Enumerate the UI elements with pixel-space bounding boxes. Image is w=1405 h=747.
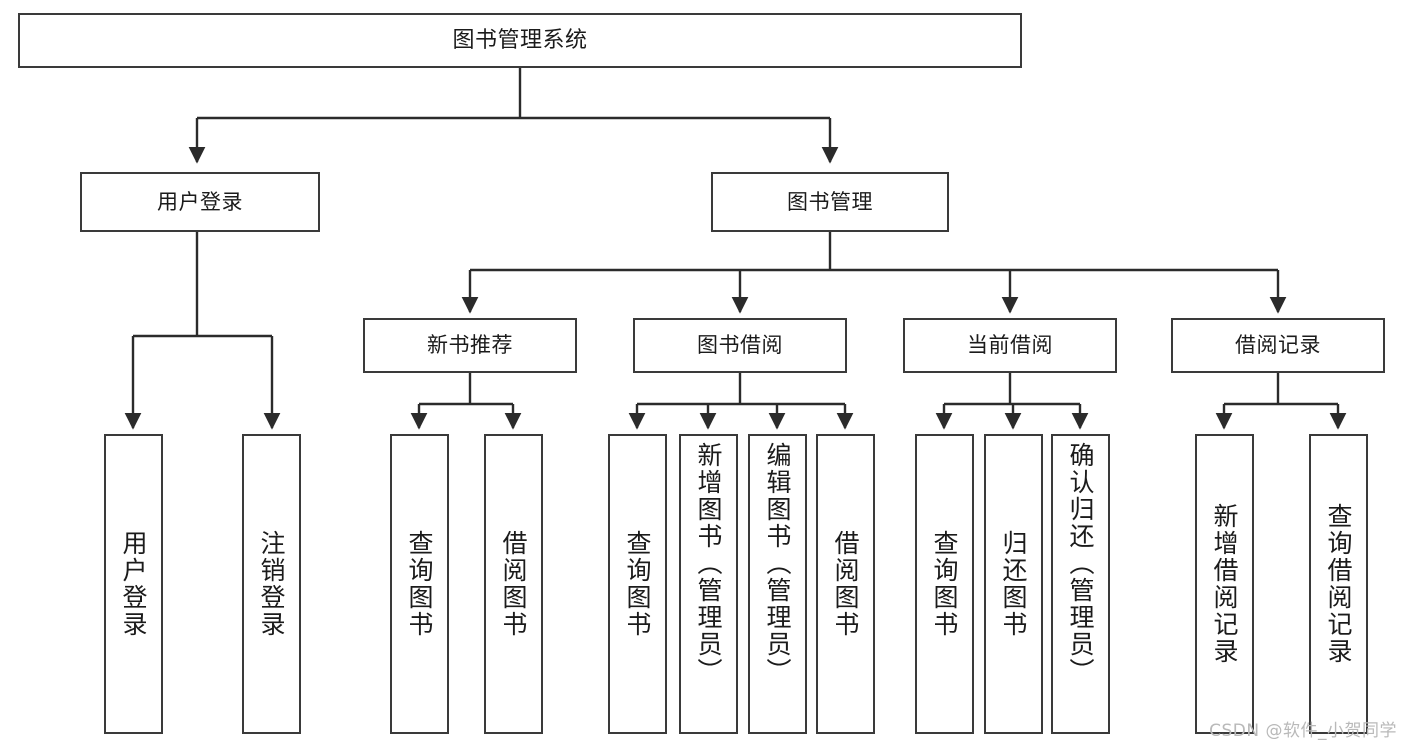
node-leaf-user-login-label: 用户登录 — [119, 530, 148, 638]
node-leaf-confirm-return-label: 确认归还（管理员） — [1066, 442, 1095, 685]
node-leaf-query-book-3-label: 查询图书 — [930, 530, 959, 638]
node-leaf-logout-label: 注销登录 — [257, 530, 286, 638]
node-leaf-borrow-book-1[interactable]: 借阅图书 — [484, 434, 543, 734]
csdn-watermark: CSDN @软件_小贺同学 — [1209, 721, 1397, 741]
node-book-manage-label: 图书管理 — [787, 189, 873, 214]
node-borrow-record[interactable]: 借阅记录 — [1171, 318, 1385, 373]
node-leaf-borrow-book-2-label: 借阅图书 — [831, 530, 860, 638]
node-leaf-return-book-label: 归还图书 — [999, 530, 1028, 638]
node-leaf-add-record-label: 新增借阅记录 — [1210, 503, 1239, 665]
node-leaf-add-book-label: 新增图书（管理员） — [694, 442, 723, 685]
node-leaf-query-record[interactable]: 查询借阅记录 — [1309, 434, 1368, 734]
node-leaf-query-book-1[interactable]: 查询图书 — [390, 434, 449, 734]
node-leaf-query-book-1-label: 查询图书 — [405, 530, 434, 638]
node-leaf-add-record[interactable]: 新增借阅记录 — [1195, 434, 1254, 734]
node-book-borrow[interactable]: 图书借阅 — [633, 318, 847, 373]
node-current-borrow[interactable]: 当前借阅 — [903, 318, 1117, 373]
node-new-book-recommend-label: 新书推荐 — [427, 333, 513, 358]
node-new-book-recommend[interactable]: 新书推荐 — [363, 318, 577, 373]
node-leaf-logout[interactable]: 注销登录 — [242, 434, 301, 734]
node-leaf-query-book-2-label: 查询图书 — [623, 530, 652, 638]
node-user-login[interactable]: 用户登录 — [80, 172, 320, 232]
node-leaf-edit-book-label: 编辑图书（管理员） — [763, 442, 792, 685]
node-leaf-query-book-3[interactable]: 查询图书 — [915, 434, 974, 734]
node-leaf-query-book-2[interactable]: 查询图书 — [608, 434, 667, 734]
node-book-manage[interactable]: 图书管理 — [711, 172, 949, 232]
node-user-login-label: 用户登录 — [157, 189, 243, 214]
node-leaf-add-book[interactable]: 新增图书（管理员） — [679, 434, 738, 734]
node-leaf-borrow-book-1-label: 借阅图书 — [499, 530, 528, 638]
node-leaf-borrow-book-2[interactable]: 借阅图书 — [816, 434, 875, 734]
node-leaf-edit-book[interactable]: 编辑图书（管理员） — [748, 434, 807, 734]
node-borrow-record-label: 借阅记录 — [1235, 333, 1321, 358]
node-current-borrow-label: 当前借阅 — [967, 333, 1053, 358]
node-leaf-confirm-return[interactable]: 确认归还（管理员） — [1051, 434, 1110, 734]
node-leaf-query-record-label: 查询借阅记录 — [1324, 503, 1353, 665]
node-root[interactable]: 图书管理系统 — [18, 13, 1022, 68]
node-book-borrow-label: 图书借阅 — [697, 333, 783, 358]
node-leaf-user-login[interactable]: 用户登录 — [104, 434, 163, 734]
node-leaf-return-book[interactable]: 归还图书 — [984, 434, 1043, 734]
node-root-label: 图书管理系统 — [452, 27, 588, 53]
